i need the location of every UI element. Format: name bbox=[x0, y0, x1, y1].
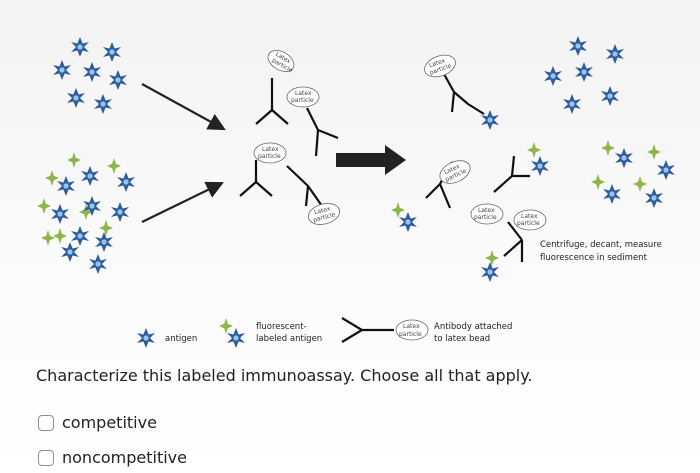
svg-text:particle: particle bbox=[399, 331, 422, 338]
free-mixed-cluster-right bbox=[591, 140, 675, 208]
arrow-bottom bbox=[141, 181, 224, 223]
svg-text:particle: particle bbox=[258, 153, 281, 160]
svg-text:particle: particle bbox=[474, 214, 497, 221]
svg-text:Latex: Latex bbox=[521, 213, 538, 220]
checkbox-noncompetitive[interactable] bbox=[38, 449, 54, 466]
svg-text:Latex: Latex bbox=[403, 323, 420, 330]
option-noncompetitive-label: noncompetitive bbox=[62, 448, 187, 467]
option-noncompetitive[interactable]: noncompetitive bbox=[38, 448, 187, 467]
svg-text:Latex: Latex bbox=[313, 205, 331, 216]
arrow-top bbox=[141, 83, 226, 131]
legend-fluorescent-label-2: labeled antigen bbox=[256, 334, 322, 344]
option-competitive-label: competitive bbox=[62, 413, 157, 432]
legend: antigen fluorescent- labeled antigen Lat… bbox=[137, 317, 512, 348]
checkbox-competitive[interactable] bbox=[38, 414, 54, 431]
process-arrow bbox=[336, 145, 406, 175]
svg-text:Latex: Latex bbox=[262, 146, 279, 153]
antigen-cluster-top-left bbox=[53, 37, 127, 114]
svg-text:particle: particle bbox=[291, 97, 314, 104]
svg-text:Latex: Latex bbox=[478, 207, 495, 214]
mixed-antigen-cluster-left bbox=[37, 152, 135, 274]
latex-particles-left bbox=[253, 50, 341, 225]
legend-fluorescent-label: fluorescent- bbox=[256, 322, 307, 332]
svg-text:particle: particle bbox=[517, 220, 540, 227]
free-antigen-cluster-top-right bbox=[544, 36, 624, 114]
bound-antigens bbox=[391, 110, 549, 282]
latex-particles-right bbox=[424, 54, 547, 231]
antibody-group-left bbox=[239, 78, 339, 207]
svg-text:Latex: Latex bbox=[295, 90, 312, 97]
immunoassay-diagram: Latex particle Latex particle Latex part… bbox=[37, 36, 675, 348]
process-note: Centrifuge, decant, measure bbox=[540, 240, 662, 250]
question-text: Characterize this labeled immunoassay. C… bbox=[36, 366, 533, 385]
legend-antibody-label-2: to latex bead bbox=[434, 334, 490, 344]
legend-antibody-label: Antibody attached bbox=[434, 322, 512, 332]
option-competitive[interactable]: competitive bbox=[38, 413, 157, 432]
antibody-group-right bbox=[425, 73, 530, 262]
process-note-line2: fluorescence in sediment bbox=[540, 253, 648, 263]
legend-antigen-label: antigen bbox=[165, 334, 197, 344]
